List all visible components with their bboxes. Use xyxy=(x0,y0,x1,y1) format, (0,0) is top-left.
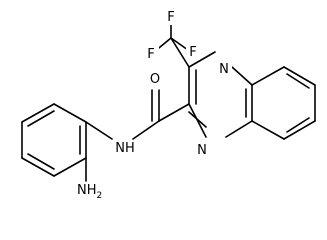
bond xyxy=(27,153,55,170)
oxygen-label: O xyxy=(150,72,160,87)
bonds xyxy=(21,17,316,182)
amide-nh-label: NH xyxy=(115,141,135,156)
amine-nh-text: NH xyxy=(77,183,97,198)
structure-diagram: F F F O N N NH NH2 xyxy=(21,10,316,201)
fluorine-label: F xyxy=(167,10,174,25)
bond xyxy=(132,120,160,140)
nitrogen-label-top: N xyxy=(219,62,229,77)
bond xyxy=(283,120,316,140)
fluorine-label: F xyxy=(189,45,196,60)
bond xyxy=(231,66,253,86)
bond xyxy=(53,103,87,123)
fluorine-label: F xyxy=(147,47,154,62)
bond xyxy=(21,157,55,177)
bond xyxy=(286,73,310,89)
bond xyxy=(251,120,285,140)
bond xyxy=(286,117,310,133)
bond xyxy=(158,103,190,122)
nitrogen-label-bottom: N xyxy=(197,143,207,158)
atom-labels: F F F O N N NH NH2 xyxy=(76,10,232,201)
bond xyxy=(53,157,87,177)
bond xyxy=(170,37,190,68)
bond xyxy=(283,66,316,86)
bond xyxy=(188,51,216,68)
bond xyxy=(251,66,285,86)
bond xyxy=(27,110,55,127)
bond xyxy=(21,103,55,123)
bond xyxy=(85,121,113,140)
bond xyxy=(225,120,253,138)
amine-subscript: 2 xyxy=(97,191,103,201)
amine-label: NH2 xyxy=(77,183,102,201)
bond xyxy=(170,37,189,51)
bond xyxy=(188,111,207,128)
